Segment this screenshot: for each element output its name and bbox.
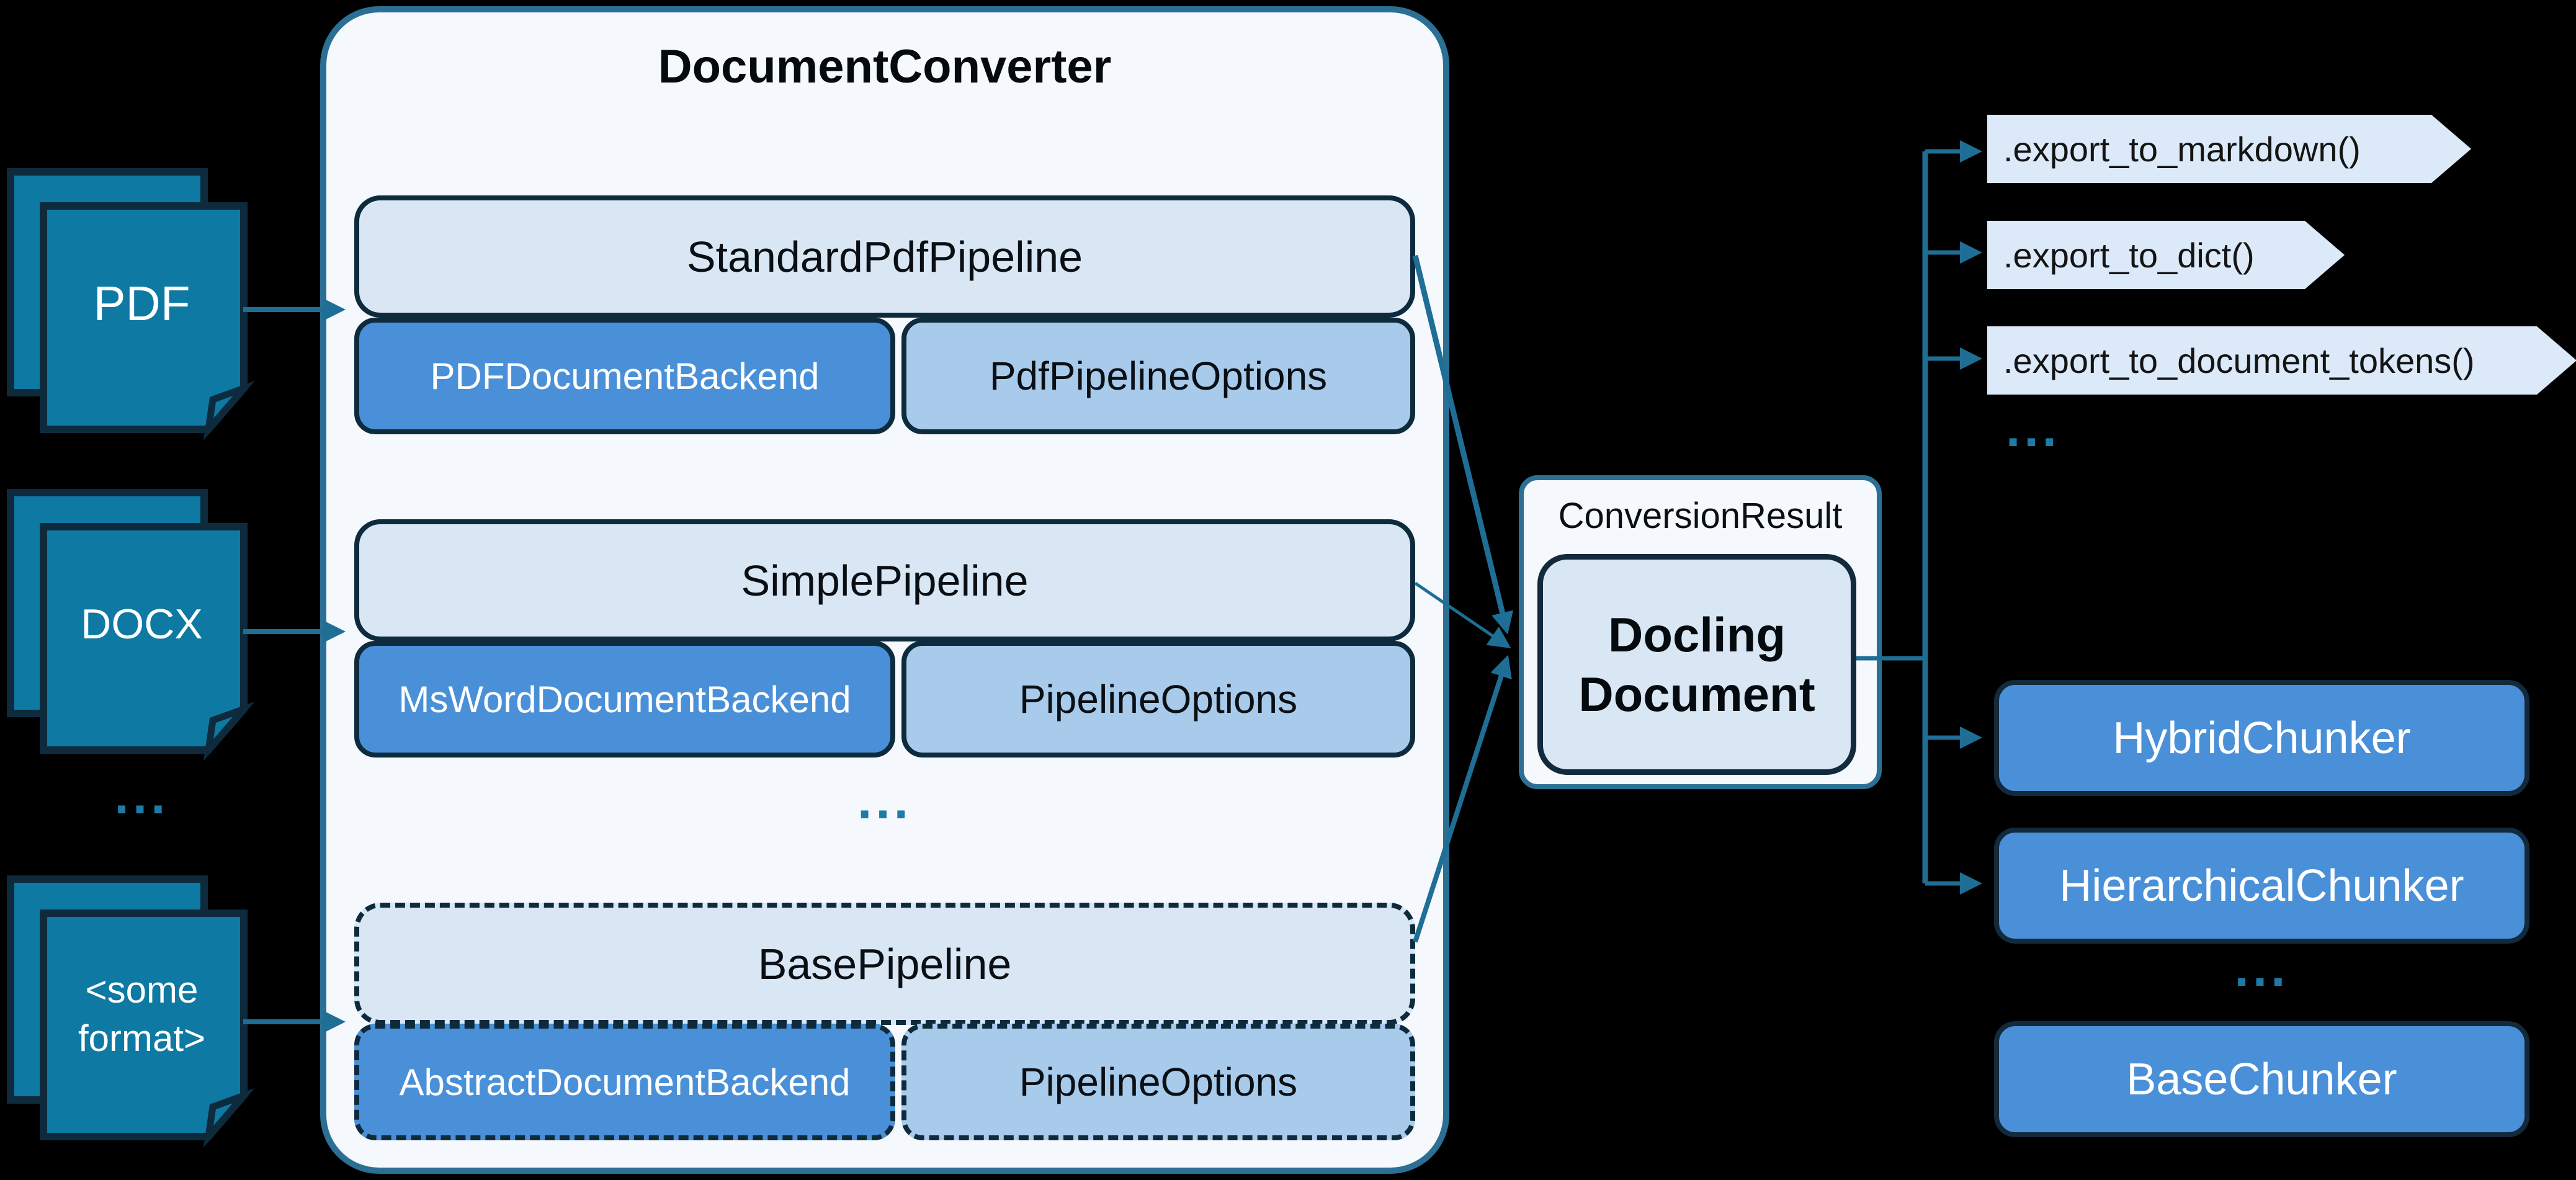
export-tag-dict-label: .export_to_dict()	[2003, 235, 2255, 275]
pipeline-base-header: BasePipeline	[354, 903, 1415, 1025]
pipeline-standardpdf-label: StandardPdfPipeline	[686, 232, 1083, 281]
document-converter-title: DocumentConverter	[658, 40, 1112, 93]
some-format-document-label: <some format>	[40, 901, 244, 1128]
chunkers-ellipsis: ...	[2234, 939, 2289, 997]
pipeline-base-options: PipelineOptions	[901, 1024, 1415, 1140]
chunker-hybrid-label: HybridChunker	[2113, 713, 2411, 763]
pipeline-standardpdf-header: StandardPdfPipeline	[354, 195, 1415, 318]
export-tag-document-tokens-label: .export_to_document_tokens()	[2003, 341, 2475, 380]
some-format-label-line1: <some	[85, 969, 199, 1011]
chunker-base-label: BaseChunker	[2126, 1054, 2397, 1104]
pipeline-standardpdf-backend-label: PDFDocumentBackend	[430, 355, 820, 397]
chunker-hybrid: HybridChunker	[1994, 680, 2529, 796]
export-tag-markdown: .export_to_markdown()	[1987, 115, 2471, 183]
pipeline-simple-options: PipelineOptions	[901, 641, 1415, 758]
export-tag-dict: .export_to_dict()	[1987, 221, 2345, 289]
pipeline-base-backend: AbstractDocumentBackend	[354, 1024, 895, 1140]
inputs-ellipsis: ...	[114, 766, 169, 825]
docling-document-line2: Document	[1578, 667, 1815, 722]
docx-document-label: DOCX	[81, 601, 203, 648]
chunker-hierarchical-label: HierarchicalChunker	[2059, 860, 2464, 911]
conversion-result-label: ConversionResult	[1558, 495, 1843, 536]
some-format-label-line2: format>	[78, 1017, 206, 1059]
pipeline-simple-options-label: PipelineOptions	[1019, 677, 1298, 722]
pipeline-simple-backend-label: MsWordDocumentBackend	[398, 678, 851, 720]
export-tag-document-tokens: .export_to_document_tokens()	[1987, 326, 2576, 395]
export-tag-markdown-label: .export_to_markdown()	[2003, 129, 2361, 169]
pipeline-simple-backend: MsWordDocumentBackend	[354, 641, 895, 758]
pipeline-base-label: BasePipeline	[758, 939, 1012, 988]
pipeline-standardpdf-options: PdfPipelineOptions	[901, 318, 1415, 434]
chunker-hierarchical: HierarchicalChunker	[1994, 828, 2529, 944]
exports-ellipsis: ...	[2006, 399, 2061, 457]
pipeline-standardpdf-options-label: PdfPipelineOptions	[989, 354, 1328, 398]
pipeline-simple-header: SimplePipeline	[354, 519, 1415, 641]
pipelines-ellipsis: ...	[857, 771, 912, 829]
docling-document-box: Docling Document	[1537, 554, 1856, 775]
pipeline-simple-label: SimplePipeline	[741, 556, 1029, 605]
chunker-base: BaseChunker	[1994, 1021, 2529, 1137]
pipeline-base-options-label: PipelineOptions	[1019, 1060, 1298, 1104]
docling-document-line1: Docling	[1608, 607, 1786, 662]
pipeline-base-backend-label: AbstractDocumentBackend	[399, 1061, 851, 1103]
pipeline-standardpdf-backend: PDFDocumentBackend	[354, 318, 895, 434]
pdf-document-label: PDF	[93, 275, 190, 331]
